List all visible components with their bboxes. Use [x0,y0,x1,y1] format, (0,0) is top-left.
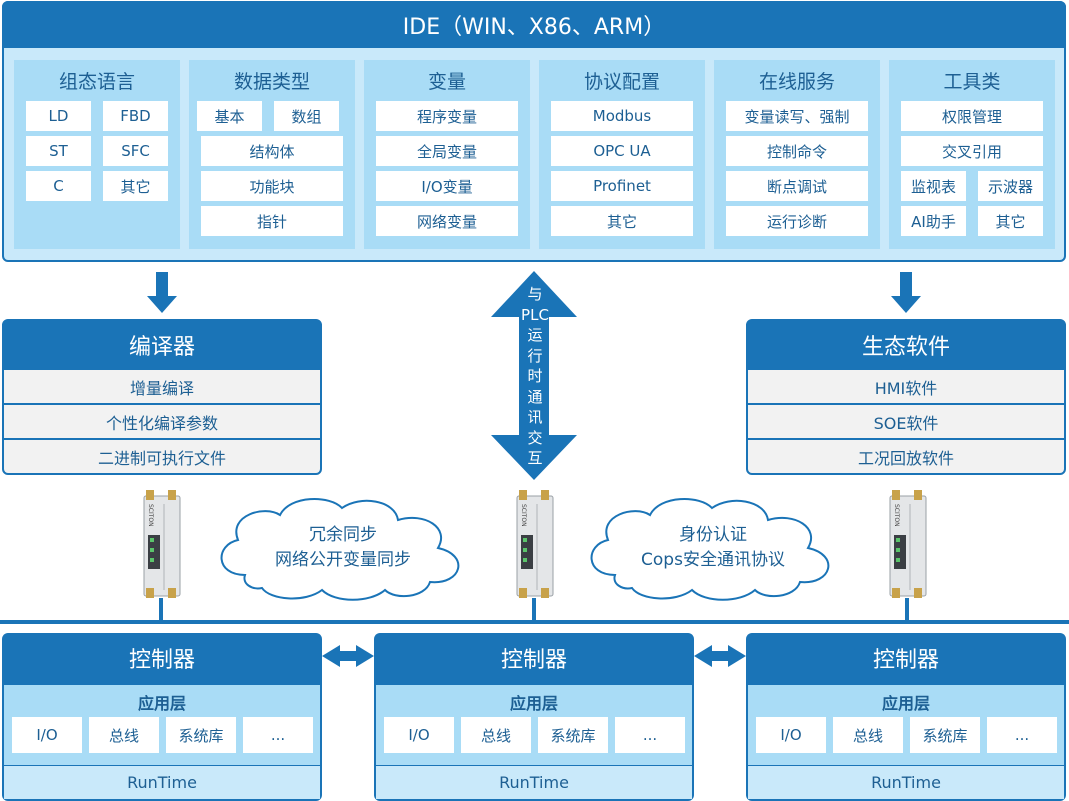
panel-title: 工具类 [943,71,1001,93]
plc-device-icon: SCITON [516,490,554,598]
panel-protocol-config: 协议配置 Modbus OPC UA Profinet 其它 [539,60,705,249]
controller-title: 控制器 [500,648,567,673]
panel-title: 协议配置 [583,71,660,93]
item-more: ... [615,717,685,753]
item-pointer: 指针 [201,206,343,236]
down-arrow-icon [891,272,921,313]
item-st: ST [26,136,91,166]
cloud-icon [590,497,830,601]
application-layer-label: 应用层 [881,694,930,713]
compiler-item: 个性化编译参数 [4,405,320,438]
item-array: 数组 [274,101,339,131]
ecosystem-item: 工况回放软件 [748,440,1064,473]
ecosystem-box: 生态软件 HMI软件 SOE软件 工况回放软件 [746,319,1066,475]
item-fbd: FBD [103,101,168,131]
item-ld: LD [26,101,91,131]
item-modbus: Modbus [551,101,693,131]
item-c: C [26,171,91,201]
double-arrow-horizontal-icon [694,645,746,667]
item-system-library: 系统库 [538,717,608,753]
item-other: 其它 [978,206,1043,236]
item-function-block: 功能块 [201,171,343,201]
item-permission: 权限管理 [901,101,1043,131]
svg-text:SCITON: SCITON [147,504,154,527]
item-var-read-write: 变量读写、强制 [726,101,868,131]
cloud-icon [220,497,460,601]
item-profinet: Profinet [551,171,693,201]
controller-box: 控制器 应用层 I/O 总线 系统库 ... RunTime [2,633,322,801]
item-more: ... [243,717,313,753]
item-runtime-diagnosis: 运行诊断 [726,206,868,236]
plc-comm-label: 与 PLC 运 行 时 通 讯 交 互 [521,285,549,467]
item-control-command: 控制命令 [726,136,868,166]
item-system-library: 系统库 [910,717,980,753]
controller-box: 控制器 应用层 I/O 总线 系统库 ... RunTime [374,633,694,801]
ecosystem-title: 生态软件 [861,334,950,360]
item-struct: 结构体 [201,136,343,166]
item-watch-table: 监视表 [901,171,966,201]
panel-online-service: 在线服务 变量读写、强制 控制命令 断点调试 运行诊断 [714,60,880,249]
panel-title: 变量 [427,71,466,93]
compiler-item: 二进制可执行文件 [4,440,320,473]
item-opcua: OPC UA [551,136,693,166]
controller-title: 控制器 [128,648,195,673]
item-other: 其它 [551,206,693,236]
compiler-title: 编译器 [128,334,195,360]
cloud-right-text: 身份认证 Cops安全通讯协议 [641,525,785,570]
item-sfc: SFC [103,136,168,166]
controller-box: 控制器 应用层 I/O 总线 系统库 ... RunTime [746,633,1066,801]
item-io: I/O [12,717,82,753]
application-layer: 应用层 I/O 总线 系统库 ... [376,685,692,765]
item-ai-assistant: AI助手 [901,206,966,236]
down-arrow-icon [147,272,177,313]
application-layer: 应用层 I/O 总线 系统库 ... [748,685,1064,765]
ecosystem-item: HMI软件 [748,370,1064,403]
application-layer-label: 应用层 [509,694,558,713]
plc-device-icon: SCITON [143,490,181,598]
item-basic: 基本 [197,101,262,131]
item-io: I/O [384,717,454,753]
item-breakpoint-debug: 断点调试 [726,171,868,201]
ecosystem-item: SOE软件 [748,405,1064,438]
item-network-var: 网络变量 [376,206,518,236]
item-program-var: 程序变量 [376,101,518,131]
compiler-box: 编译器 增量编译 个性化编译参数 二进制可执行文件 [2,319,322,475]
panel-tools: 工具类 权限管理 交叉引用 监视表 示波器 AI助手 其它 [889,60,1055,249]
item-more: ... [987,717,1057,753]
compiler-item: 增量编译 [4,370,320,403]
application-layer: 应用层 I/O 总线 系统库 ... [4,685,320,765]
panel-variables: 变量 程序变量 全局变量 I/O变量 网络变量 [364,60,530,249]
plc-device-icon: SCITON [889,490,927,598]
controller-title: 控制器 [872,648,939,673]
item-io: I/O [756,717,826,753]
item-other: 其它 [103,171,168,201]
svg-text:SCITON: SCITON [893,504,900,527]
panel-title: 在线服务 [758,71,835,93]
svg-text:SCITON: SCITON [520,504,527,527]
panel-config-language: 组态语言 LD FBD ST SFC C 其它 [14,60,180,249]
item-oscilloscope: 示波器 [978,171,1043,201]
application-layer-label: 应用层 [137,694,186,713]
double-arrow-horizontal-icon [322,645,374,667]
double-arrow-vertical-icon [491,271,577,480]
item-bus: 总线 [833,717,903,753]
runtime-layer: RunTime [376,766,692,799]
item-bus: 总线 [461,717,531,753]
item-io-var: I/O变量 [376,171,518,201]
item-cross-reference: 交叉引用 [901,136,1043,166]
item-global-var: 全局变量 [376,136,518,166]
runtime-layer: RunTime [748,766,1064,799]
ide-title: IDE（WIN、X86、ARM） [2,1,1066,48]
cloud-left-text: 冗余同步 网络公开变量同步 [275,525,411,570]
panel-data-types: 数据类型 基本 数组 结构体 功能块 指针 [189,60,355,249]
item-system-library: 系统库 [166,717,236,753]
runtime-layer: RunTime [4,766,320,799]
panel-title: 数据类型 [233,71,310,93]
panel-title: 组态语言 [58,71,135,93]
item-bus: 总线 [89,717,159,753]
